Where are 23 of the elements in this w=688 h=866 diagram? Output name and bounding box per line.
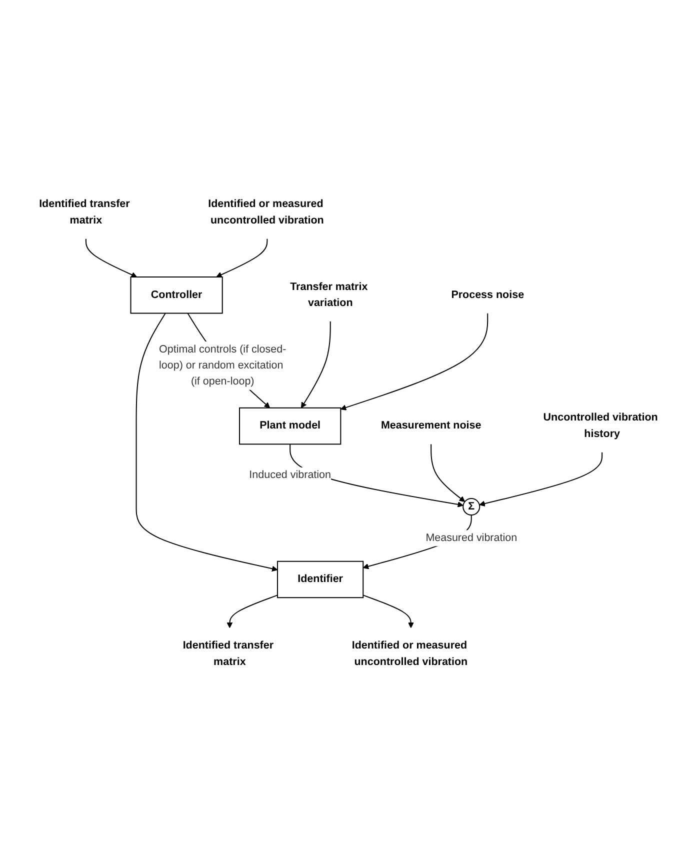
node-text: Identified or measured uncontrolled vibration	[208, 198, 324, 226]
arrow	[430, 444, 466, 502]
edge-label: Induced vibration	[249, 469, 331, 480]
node-text: Transfer matrix variation	[290, 280, 368, 308]
edge-label: Measured vibration	[426, 532, 518, 544]
node-text: Uncontrolled vibration history	[543, 412, 658, 440]
arrow	[85, 238, 138, 278]
node-box: Identifier	[276, 560, 364, 598]
node-text: Process noise	[451, 288, 524, 300]
node-text: Measurement noise	[380, 420, 482, 432]
edge-label: Optimal controls (if closed-loop) or random excitation (if open-loop)	[159, 343, 286, 387]
node-circle: Σ	[462, 498, 480, 516]
node-text: Identified transfer matrix	[39, 198, 130, 226]
node-text: Identified transfer matrix	[182, 640, 274, 668]
arrow	[226, 594, 278, 628]
node-box: Plant model	[239, 407, 342, 444]
node-box: Controller	[130, 276, 223, 314]
arrow	[479, 452, 603, 506]
arrow	[216, 238, 268, 278]
arrow	[362, 594, 414, 628]
arrow	[340, 312, 488, 410]
arrow	[300, 321, 331, 408]
node-text: Identified or measured uncontrolled vibration	[352, 640, 468, 668]
